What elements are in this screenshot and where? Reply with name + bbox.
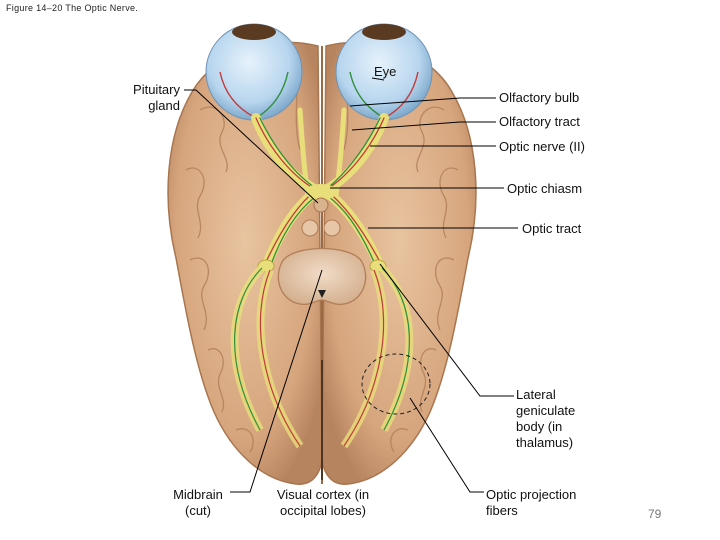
label-lateral-geniculate-body: Lateral geniculate body (in thalamus) (516, 387, 576, 450)
optic-pathway (251, 113, 389, 267)
optic-chiasm (305, 184, 337, 200)
label-optic-projection-fibers: Optic projection fibers (486, 487, 577, 518)
figure-title: Figure 14–20 The Optic Nerve. (6, 3, 139, 13)
label-pituitary-gland: Pituitary gland (133, 82, 180, 113)
label-olfactory-bulb: Olfactory bulb (499, 90, 580, 105)
label-olfactory-tract: Olfactory tract (499, 114, 580, 129)
label-midbrain: Midbrain (cut) (173, 487, 223, 518)
projection-fibers-callout (361, 353, 431, 415)
label-optic-chiasm: Optic chiasm (507, 181, 583, 196)
brain (167, 41, 477, 485)
label-optic-tract: Optic tract (522, 221, 582, 236)
hypothalamus (301, 219, 341, 237)
pituitary-gland (313, 197, 329, 213)
label-visual-cortex: Visual cortex (in occipital lobes) (276, 487, 370, 518)
left-iris (232, 24, 276, 40)
leader-lines (184, 77, 518, 493)
eyes (205, 23, 433, 121)
label-eye: Eye (374, 64, 397, 79)
right-iris (362, 24, 406, 40)
label-optic-nerve: Optic nerve (II) (499, 139, 585, 154)
optic-projection-fibers (230, 265, 414, 449)
midbrain-cut (277, 247, 367, 306)
page-number: 79 (648, 507, 662, 521)
